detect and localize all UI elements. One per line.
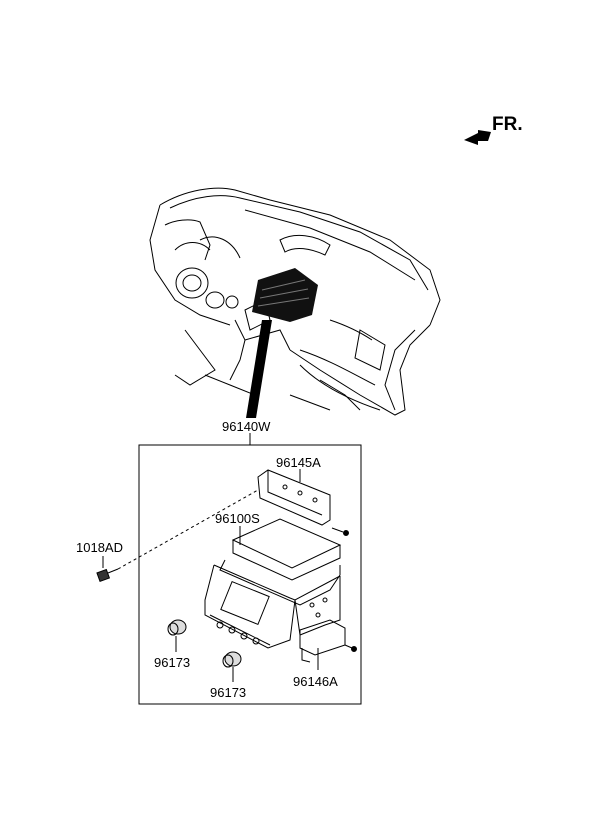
- screw-part: [96, 556, 119, 583]
- dash-head-unit-highlight: [246, 268, 318, 418]
- knob-left-part: [167, 619, 187, 652]
- bracket-side-part: [299, 619, 357, 663]
- front-direction-arrow-icon: [464, 130, 491, 145]
- head-unit-part: [204, 518, 342, 649]
- part-label-bracket-side: 96146A: [293, 674, 338, 689]
- bracket-top-part: [257, 469, 349, 536]
- dashboard-illustration: [149, 187, 441, 416]
- part-label-head-unit: 96100S: [215, 511, 260, 526]
- part-label-bracket-top: 96145A: [276, 455, 321, 470]
- front-direction-label: FR.: [492, 114, 523, 135]
- knob-right-part: [222, 651, 242, 682]
- leader-lines: [117, 470, 319, 670]
- part-label-knob-right: 96173: [210, 685, 247, 700]
- part-label-assembly: 96140W: [222, 419, 271, 434]
- part-label-screw: 1018AD: [76, 540, 123, 555]
- part-label-knob-left: 96173: [154, 655, 191, 670]
